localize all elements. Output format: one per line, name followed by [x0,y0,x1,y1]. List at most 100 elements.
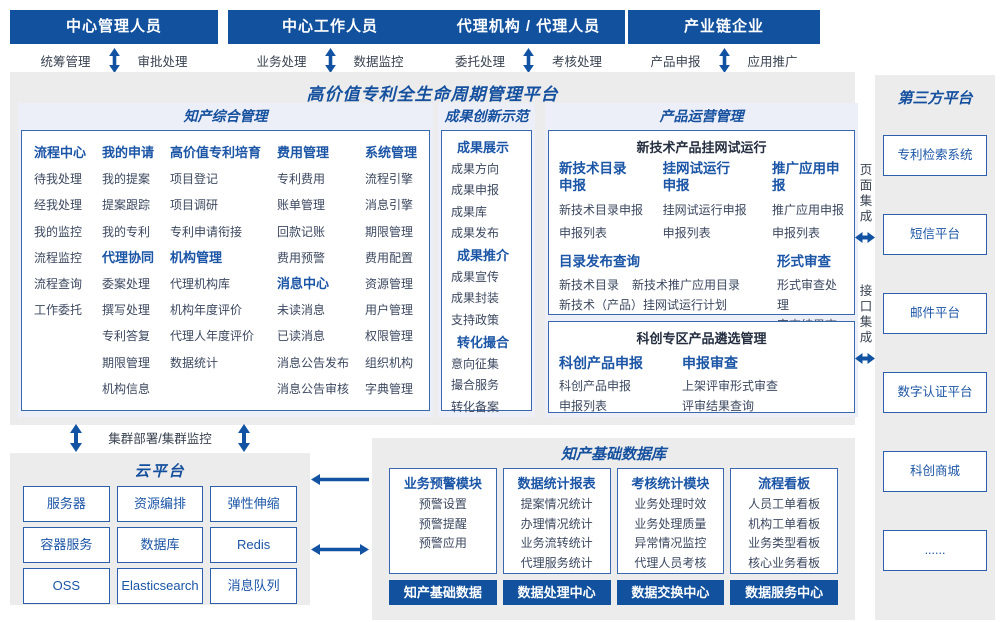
group-header: 申报审查 [682,355,738,371]
cloud-service-box: 资源编排 [116,486,204,522]
menu-item: 撮合服务 [451,378,500,393]
group-catalog-publish-query: 目录发布查询 新技术目录新技术推广应用目录新技术（产品）挂网试运行计划 [559,252,777,355]
module-box: 考核统计模块 业务处理时效业务处理质量异常情况监控代理人员考核 [616,468,725,574]
menu-item: 专利答复 [101,329,150,344]
menu-item: 新技术目录申报 [559,203,644,217]
db-footer-bar: 知产基础数据 [389,580,497,605]
menu-item: 流程监控 [34,250,83,265]
group-header: 新技术目录申报 [559,161,627,193]
section-title: 产品运营管理 [659,108,744,124]
db-footer-bar: 数据服务中心 [730,580,838,605]
menu-item: 业务类型看板 [748,536,821,550]
actor-right-label: 应用推广 [747,54,798,69]
achievement-groups: 成果展示 成果方向成果申报成果库成果发布 成果推介 成果宣传成果封装支持政策 转… [451,136,531,418]
double-arrow-vertical-icon [718,47,730,73]
actor-functions: 委托处理 考核处理 [432,46,625,74]
menu-item: 期限管理 [364,224,413,239]
menu-item: 科创产品申报 [559,379,632,393]
module-box: 流程看板 人员工单看板机构工单看板业务类型看板核心业务看板 [730,468,838,574]
double-arrow-vertical-icon [523,47,534,73]
menu-item: 机构工单看板 [748,516,821,531]
group-header: 挂网试运行申报 [662,161,731,193]
menu-item: 工作委托 [34,303,83,318]
group-declaration-review: 申报审查 上架评审形式审查评审结果查询 [682,352,844,416]
menu-item: 流程查询 [34,277,83,292]
menu-item: 撰写处理 [101,303,150,318]
menu-item: 新技术推广应用目录 [632,278,741,292]
section-title: 成果创新示范 [444,108,529,124]
double-arrow-horizontal-icon [855,353,875,364]
group-header: 成果推介 [457,248,510,264]
menu-item: 业务处理时效 [634,497,707,511]
third-party-box: 数字认证平台 [883,372,987,413]
actor-left-label: 统筹管理 [40,54,91,69]
third-party-panel: 第三方平台 专利检索系统短信平台邮件平台数字认证平台科创商城...... [875,75,995,620]
menu-item: 核心业务看板 [748,555,821,570]
cloud-service-box: OSS [23,568,110,604]
menu-item: 已读消息 [276,329,325,344]
db-module-assessment: 考核统计模块 业务处理时效业务处理质量异常情况监控代理人员考核 数据交换中心 [616,468,725,605]
menu-item: 申报列表 [559,399,608,413]
menu-item: 回款记账 [276,224,325,239]
double-arrow-vertical-icon [324,47,336,73]
actor-title: 代理机构 / 代理人员 [432,10,625,44]
actor-center-managers: 中心管理人员 统筹管理 审批处理 [10,10,218,74]
platform-title: 高价值专利全生命周期管理平台 [306,85,559,104]
group-promotion-application: 推广应用申报 推广应用申报申报列表 [772,160,844,245]
menu-item: 权限管理 [364,329,413,344]
cluster-strip: 集群部署/集群监控 [10,423,310,452]
actor-title: 产业链企业 [628,10,820,44]
third-party-title: 第三方平台 [897,90,973,107]
group-header: 流程中心 [34,145,87,160]
platform-panel: 高价值专利全生命周期管理平台 知产综合管理 流程中心 待我处理经我处理我的监控流… [10,72,858,425]
menu-item: 期限管理 [101,355,150,370]
menu-item: 项目登记 [169,172,218,187]
menu-item: 预警提醒 [418,516,467,531]
menu-item: 新技术目录 [559,278,620,292]
menu-item: 申报列表 [559,226,608,240]
cloud-service-box: Redis [210,527,297,563]
cloud-service-box: 服务器 [23,486,110,522]
menu-item: 业务处理质量 [634,516,707,531]
menu-item: 新技术（产品）挂网试运行计划 [559,298,728,312]
actor-right-label: 审批处理 [137,54,188,69]
actor-title: 中心工作人员 [228,10,432,44]
module-header: 流程看板 [758,476,811,491]
group-trial-declaration: 挂网试运行申报 挂网试运行申报申报列表 [663,160,772,245]
section-body: 成果展示 成果方向成果申报成果库成果发布 成果推介 成果宣传成果封装支持政策 转… [441,130,532,414]
menu-item: 代理人年度评价 [169,329,254,344]
cloud-service-box: Elasticsearch [116,568,204,604]
group-header: 我的申请 [101,145,154,160]
menu-item: 项目调研 [169,198,218,213]
actor-title: 中心管理人员 [10,10,218,44]
ip-database-panel: 知产基础数据库 业务预警模块 预警设置预警提醒预警应用 知产基础数据 数据统计报… [372,438,855,620]
double-arrow-horizontal-icon [311,542,369,560]
menu-item: 流程引擎 [364,172,413,187]
group-header: 转化撮合 [457,335,510,351]
menu-item: 费用配置 [364,250,413,265]
third-party-box: ...... [883,530,987,571]
group-header: 成果展示 [457,140,510,155]
group-header: 机构管理 [169,249,222,265]
group-header: 代理协同 [101,249,154,265]
cloud-platform-title: 云平台 [134,463,186,480]
section-ip-management: 知产综合管理 流程中心 待我处理经我处理我的监控流程监控流程查询工作委托 我的申… [18,103,433,417]
cloud-service-box: 数据库 [116,527,204,563]
group-header: 消息中心 [276,276,329,292]
menu-item: 数据统计 [169,355,218,370]
menu-item: 成果发布 [451,225,500,240]
menu-item: 账单管理 [276,198,325,213]
column-high-value-cultivation: 高价值专利培育 项目登记项目调研专利申请衔接 机构管理 代理机构库机构年度评价代… [170,140,261,402]
actor-left-label: 产品申报 [650,54,701,69]
menu-item: 机构信息 [101,381,150,396]
actor-agencies: 代理机构 / 代理人员 委托处理 考核处理 [432,10,625,74]
actor-functions: 产品申报 应用推广 [628,46,820,74]
menu-item: 申报列表 [771,226,820,240]
menu-item: 转化备案 [451,399,500,414]
menu-item: 成果封装 [451,291,500,306]
section-body: 流程中心 待我处理经我处理我的监控流程监控流程查询工作委托 我的申请 我的提案提… [21,130,430,411]
menu-item: 消息引擎 [364,198,413,213]
menu-item: 推广应用申报 [771,203,844,217]
menu-item: 用户管理 [364,303,413,318]
